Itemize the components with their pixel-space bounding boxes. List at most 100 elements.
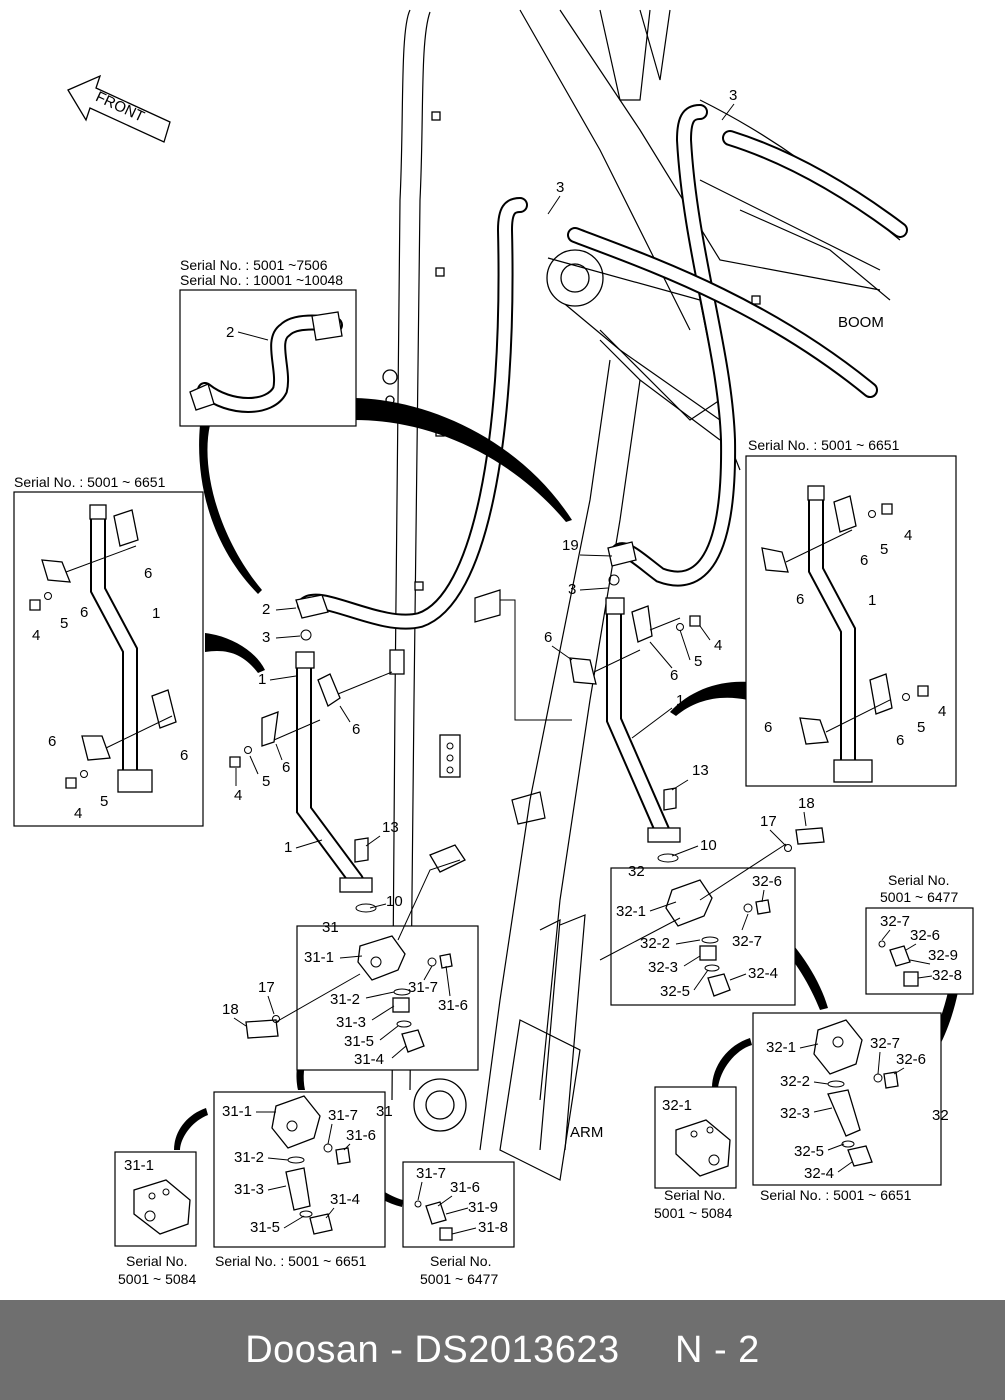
front-arrow: FRONT bbox=[67, 74, 171, 143]
right-inset-label-1: 1 bbox=[868, 592, 876, 609]
sub-box-32-top: Serial No. 5001 ~ 6477 bbox=[865, 872, 974, 995]
left-inset-label-5a: 5 bbox=[60, 615, 68, 632]
serial-top-2: Serial No. : 10001 ~10048 bbox=[180, 272, 343, 288]
part-callout-6: 6 bbox=[670, 667, 678, 684]
part-callout-18: 18 bbox=[798, 795, 815, 812]
part-callout-31-7: 31-7 bbox=[416, 1165, 446, 1182]
part-callout-31-9: 31-9 bbox=[468, 1199, 498, 1216]
boom-label: BOOM bbox=[838, 314, 884, 331]
part-callout-31-6: 31-6 bbox=[450, 1179, 480, 1196]
serial-31-1-box-1: Serial No. bbox=[126, 1253, 187, 1269]
part-callout-1: 1 bbox=[258, 671, 266, 688]
part-callout-32-9: 32-9 bbox=[928, 947, 958, 964]
part-callout-18: 18 bbox=[222, 1001, 239, 1018]
part-callout-6: 6 bbox=[352, 721, 360, 738]
part-callout-32-7: 32-7 bbox=[732, 933, 762, 950]
part-callout-10: 10 bbox=[386, 893, 403, 910]
part-callout-13: 13 bbox=[692, 762, 709, 779]
part-callouts: 3 3 19 3 6 1 6 5 4 13 10 18 17 32 32-1 3… bbox=[124, 87, 962, 1236]
sub-box-32-detail: Serial No. : 5001 ~ 6651 bbox=[752, 1012, 942, 1203]
part-callout-32-6: 32-6 bbox=[896, 1051, 926, 1068]
footer-title: Doosan - DS2013623 N - 2 bbox=[245, 1328, 760, 1371]
right-inset-label-4b: 4 bbox=[938, 703, 946, 720]
right-inset-label-5b: 5 bbox=[917, 719, 925, 736]
part-callout-31-6: 31-6 bbox=[438, 997, 468, 1014]
valve-block-31 bbox=[245, 859, 479, 1071]
serial-32-top-1: Serial No. bbox=[888, 872, 949, 888]
part-callout-32-6: 32-6 bbox=[910, 927, 940, 944]
part-callout-31-1: 31-1 bbox=[304, 949, 334, 966]
part-callout-31-2: 31-2 bbox=[330, 991, 360, 1008]
part-callout-3: 3 bbox=[568, 581, 576, 598]
part-callout-31-2: 31-2 bbox=[234, 1149, 264, 1166]
serial-31-box: Serial No. : 5001 ~ 6651 bbox=[215, 1253, 367, 1269]
serial-right: Serial No. : 5001 ~ 6651 bbox=[748, 437, 900, 453]
serial-32-1-box-2: 5001 ~ 5084 bbox=[654, 1205, 732, 1221]
part-callout-1: 1 bbox=[676, 692, 684, 709]
part-callout-2: 2 bbox=[262, 601, 270, 618]
serial-32-box: Serial No. : 5001 ~ 6651 bbox=[760, 1187, 912, 1203]
part-callout-31-7: 31-7 bbox=[408, 979, 438, 996]
part-callout-32-2: 32-2 bbox=[780, 1073, 810, 1090]
left-inset-label-6a: 6 bbox=[144, 565, 152, 582]
part-callout-13: 13 bbox=[382, 819, 399, 836]
right-inset-label-6c: 6 bbox=[896, 732, 904, 749]
serial-left: Serial No. : 5001 ~ 6651 bbox=[14, 474, 166, 490]
part-callout-31-4: 31-4 bbox=[354, 1051, 384, 1068]
part-callout-3: 3 bbox=[556, 179, 564, 196]
part-callout-32-4: 32-4 bbox=[804, 1165, 834, 1182]
part-callout-32-5: 32-5 bbox=[660, 983, 690, 1000]
part-callout-4: 4 bbox=[714, 637, 722, 654]
left-inset-label-6d: 6 bbox=[180, 747, 188, 764]
part-callout-31: 31 bbox=[322, 919, 339, 936]
arm-label: ARM bbox=[570, 1124, 603, 1141]
sub-box-31-detail: Serial No. : 5001 ~ 6651 bbox=[213, 1091, 386, 1269]
main-hoses bbox=[174, 104, 958, 1207]
left-inset-label-4b: 4 bbox=[74, 805, 82, 822]
part-callout-32-2: 32-2 bbox=[640, 935, 670, 952]
part-callout-31-3: 31-3 bbox=[336, 1014, 366, 1031]
sub-box-32-1: Serial No. 5001 ~ 5084 bbox=[654, 1086, 737, 1221]
right-inset: Serial No. : 5001 ~ 6651 1 4 5 6 6 4 5 6… bbox=[745, 437, 957, 787]
part-callout-5: 5 bbox=[694, 653, 702, 670]
part-callout-32-7: 32-7 bbox=[870, 1035, 900, 1052]
part-callout-32-8: 32-8 bbox=[932, 967, 962, 984]
left-inset-label-1: 1 bbox=[152, 605, 160, 622]
part-callout-6: 6 bbox=[282, 759, 290, 776]
sub-box-31-1: Serial No. 5001 ~ 5084 bbox=[114, 1151, 197, 1287]
part-callout-5: 5 bbox=[262, 773, 270, 790]
part-callout-10: 10 bbox=[700, 837, 717, 854]
part-callout-32-1: 32-1 bbox=[662, 1097, 692, 1114]
part-callout-31-3: 31-3 bbox=[234, 1181, 264, 1198]
part-callout-31-1: 31-1 bbox=[124, 1157, 154, 1174]
left-inset: Serial No. : 5001 ~ 6651 1 6 6 5 4 6 6 5… bbox=[13, 474, 204, 827]
right-inset-label-4a: 4 bbox=[904, 527, 912, 544]
part-callout-32-4: 32-4 bbox=[748, 965, 778, 982]
serial-31-7-box-1: Serial No. bbox=[430, 1253, 491, 1269]
part-callout-32-3: 32-3 bbox=[780, 1105, 810, 1122]
part-callout-32-3: 32-3 bbox=[648, 959, 678, 976]
left-inset-label-6b: 6 bbox=[80, 604, 88, 621]
part-callout-19: 19 bbox=[562, 537, 579, 554]
serial-32-1-box-1: Serial No. bbox=[664, 1187, 725, 1203]
serial-31-1-box-2: 5001 ~ 5084 bbox=[118, 1271, 196, 1287]
part-callout-32-1: 32-1 bbox=[766, 1039, 796, 1056]
part-callout-31: 31 bbox=[376, 1103, 393, 1120]
left-inset-label-5b: 5 bbox=[100, 793, 108, 810]
serial-31-7-box-2: 5001 ~ 6477 bbox=[420, 1271, 498, 1287]
top-inset: 2 Serial No. : 5001 ~7506 Serial No. : 1… bbox=[179, 257, 357, 427]
part-callout-32-1: 32-1 bbox=[616, 903, 646, 920]
part-callout-17: 17 bbox=[258, 979, 275, 996]
part-callout-1: 1 bbox=[284, 839, 292, 856]
right-inset-label-5a: 5 bbox=[880, 541, 888, 558]
right-inset-label-6b: 6 bbox=[796, 591, 804, 608]
part-callout-6: 6 bbox=[544, 629, 552, 646]
part-callout-32: 32 bbox=[628, 863, 645, 880]
serial-32-top-2: 5001 ~ 6477 bbox=[880, 889, 958, 905]
left-inset-label-4a: 4 bbox=[32, 627, 40, 644]
left-pipe-assembly bbox=[229, 594, 393, 913]
part-callout-4: 4 bbox=[234, 787, 242, 804]
part-callout-31-6: 31-6 bbox=[346, 1127, 376, 1144]
part-callout-31-7: 31-7 bbox=[328, 1107, 358, 1124]
valve-block-32 bbox=[599, 827, 825, 1006]
